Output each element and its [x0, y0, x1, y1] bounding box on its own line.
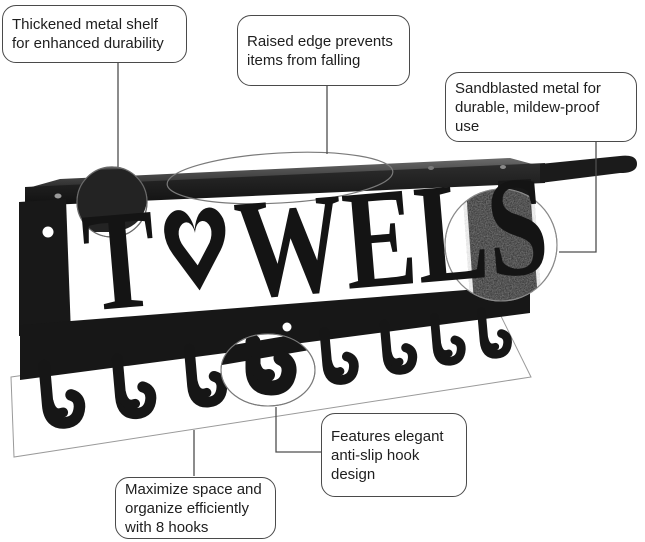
hook	[477, 307, 512, 359]
callout-sandblasted: Sandblasted metal for durable, mildew-pr…	[445, 72, 637, 142]
callout-label: Thickened metal shelf for enhanced durab…	[12, 16, 164, 52]
bottom-frame-bar	[20, 285, 530, 380]
callout-thickened-shelf: Thickened metal shelf for enhanced durab…	[2, 5, 187, 63]
screw	[500, 165, 506, 169]
mounting-hole	[282, 322, 292, 332]
shelf-top-surface	[28, 158, 536, 188]
sign-letters-wels: WELS	[229, 145, 554, 329]
hook	[111, 353, 157, 420]
mounting-hole	[42, 226, 54, 238]
left-frame-bar	[19, 199, 71, 336]
callout-label: Features elegant anti-slip hook design	[331, 427, 444, 483]
hook	[379, 319, 418, 375]
hook	[183, 343, 228, 408]
callout-label: Sandblasted metal for durable, mildew-pr…	[455, 79, 601, 135]
hanging-rod	[540, 155, 637, 183]
hook	[430, 313, 466, 366]
magnifier-sandblasted	[444, 188, 558, 302]
towels-sign: T ♥ ♥ WELS	[77, 145, 554, 342]
magnifier-shelf-corner	[76, 166, 148, 238]
callout-raised-edge: Raised edge prevents items from falling	[237, 15, 410, 86]
magnifier-raised-edge	[166, 151, 394, 205]
leader-lines	[117, 62, 597, 476]
callout-label: Raised edge prevents items from falling	[247, 32, 393, 69]
magnifier-hook	[220, 333, 316, 407]
callout-anti-slip-hooks: Features elegant anti-slip hook design	[321, 413, 467, 497]
leader-line	[275, 407, 322, 453]
callout-eight-hooks: Maximize space and organize efficiently …	[115, 477, 276, 539]
callout-label: Maximize space and organize efficiently …	[125, 480, 262, 536]
leader-line	[559, 142, 597, 253]
hook	[319, 327, 359, 385]
sign-letter-t: T	[77, 178, 163, 342]
hook	[38, 359, 86, 429]
shelf-bar	[25, 163, 545, 206]
screw	[54, 193, 62, 199]
heart-cutout-icon: ♥	[172, 208, 220, 283]
heart-letter-o: ♥ ♥	[153, 184, 240, 320]
screw	[428, 166, 434, 170]
